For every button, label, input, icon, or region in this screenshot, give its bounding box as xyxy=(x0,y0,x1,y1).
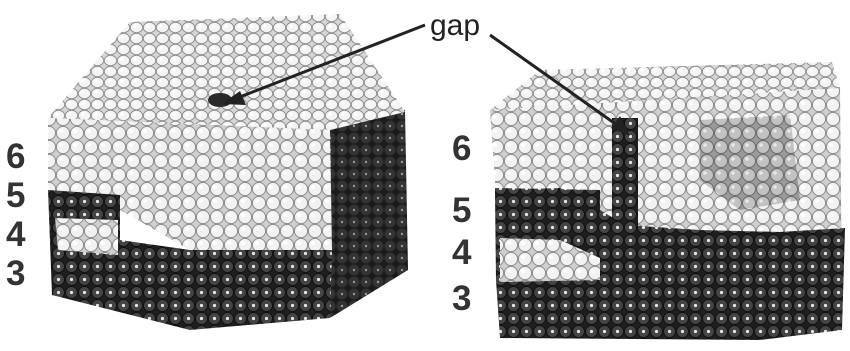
left-layer-label-3: 3 xyxy=(6,254,25,293)
right-layer-label-5: 5 xyxy=(452,191,471,230)
left-slab-notch xyxy=(55,218,118,255)
left-layer-labels: 6 5 4 3 xyxy=(6,137,26,293)
right-slab-gap-column xyxy=(612,118,638,288)
left-layer-label-4: 4 xyxy=(6,215,26,254)
left-layer-label-6: 6 xyxy=(6,137,25,176)
right-layer-label-6: 6 xyxy=(452,129,471,168)
right-layer-label-4: 4 xyxy=(452,233,472,272)
right-layer-label-3: 3 xyxy=(452,279,471,318)
right-layer-labels: 6 5 4 3 xyxy=(452,129,472,318)
gap-label: gap xyxy=(430,9,480,42)
right-slab xyxy=(490,62,845,340)
left-slab-side-face xyxy=(330,110,408,318)
left-layer-label-5: 5 xyxy=(6,176,25,215)
left-slab-top-face xyxy=(48,14,405,130)
left-slab xyxy=(48,14,408,330)
